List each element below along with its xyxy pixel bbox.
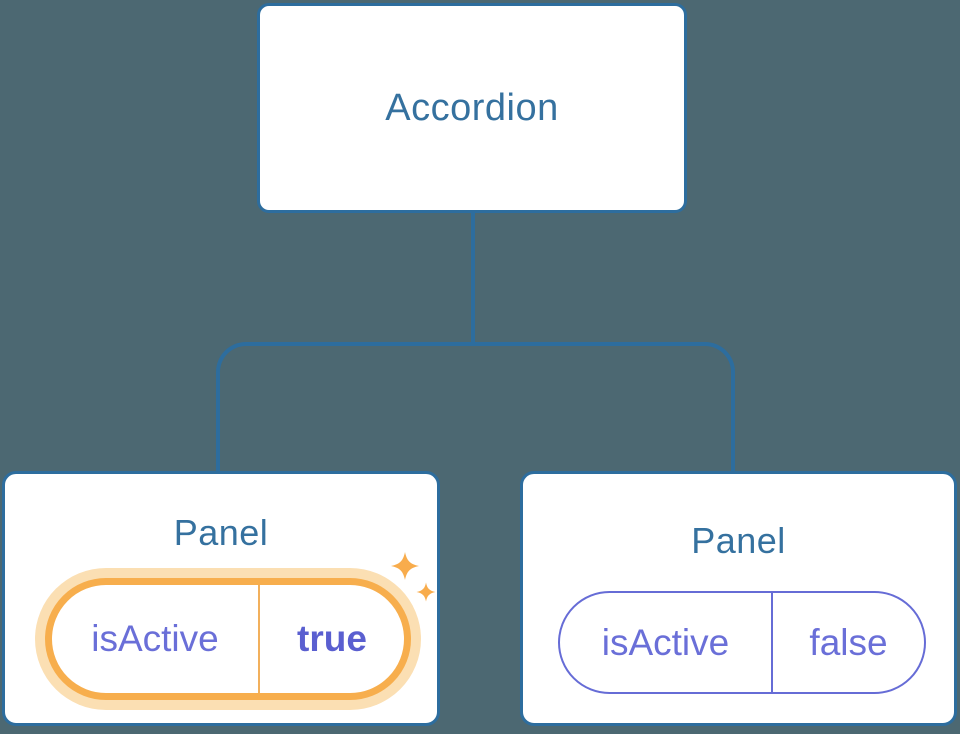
accordion-node: Accordion (257, 3, 687, 213)
state-value: false (809, 621, 888, 663)
state-key: isActive (601, 621, 730, 663)
state-pill-active: isActive true (45, 578, 411, 700)
panel-title: Panel (173, 512, 269, 553)
connector-branch (216, 342, 735, 474)
pill-divider (258, 585, 260, 693)
state-value: true (297, 618, 367, 659)
accordion-label: Accordion (385, 86, 559, 129)
panel-node-active: Panel isActive true (2, 471, 440, 726)
state-key: isActive (91, 618, 219, 659)
sparkles-icon (391, 552, 436, 602)
panel-title: Panel (691, 520, 786, 561)
state-pill-inactive: isActive false (558, 591, 926, 694)
pill-divider (771, 593, 773, 692)
panel-node-inactive: Panel isActive false (520, 471, 957, 726)
connector-root-stem (471, 212, 475, 344)
